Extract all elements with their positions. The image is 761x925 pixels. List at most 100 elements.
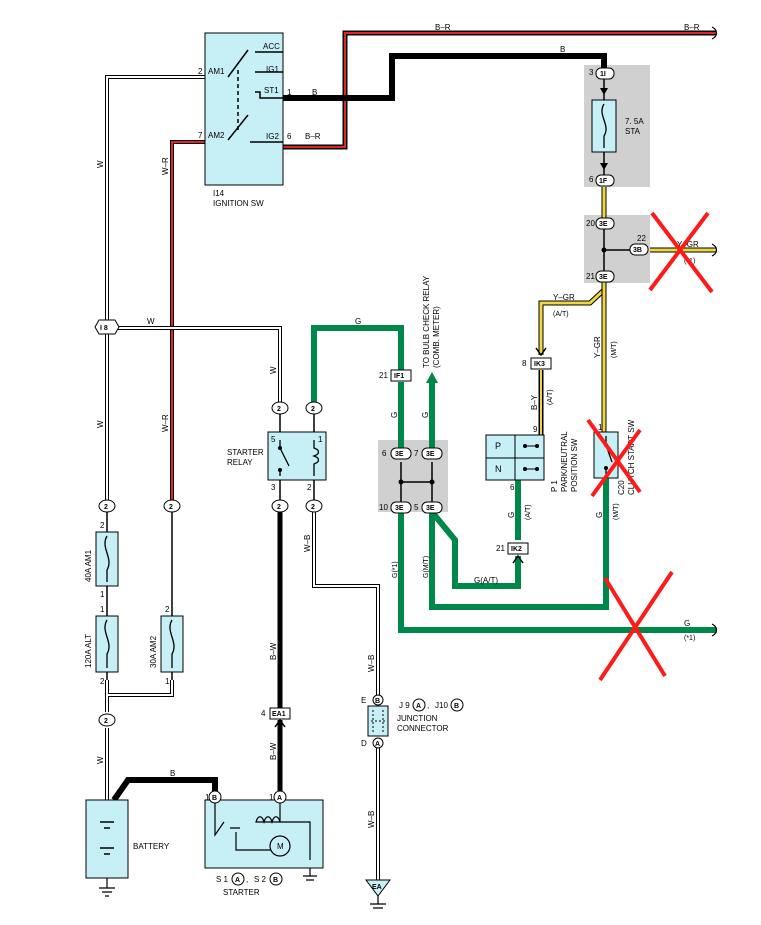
ig-pin-am2: 7 — [198, 131, 203, 140]
cross-mark-1 — [648, 211, 714, 294]
jc-b: B — [375, 698, 380, 705]
fuse-sta-pin-bottom: 6 — [589, 175, 594, 184]
ground-ea-label: EA — [372, 884, 382, 891]
conn-ea1-label: EA1 — [272, 711, 286, 718]
starter-b: B — [273, 877, 278, 884]
wire-g-star1 — [398, 512, 716, 633]
conn-3e-5 — [421, 501, 443, 514]
starter-relay — [267, 431, 327, 481]
jc-a: A — [375, 741, 380, 748]
label-ygr-at: (A/T) — [553, 311, 569, 318]
label-w-left: W — [96, 160, 105, 168]
motor-icon — [269, 835, 291, 857]
jc-j9: J 9 — [399, 701, 410, 710]
label-b-st: B — [312, 88, 317, 97]
label-by-at: (A/T) — [547, 389, 554, 405]
battery — [85, 799, 129, 879]
ig-name: IGNITION SW — [213, 199, 264, 208]
label-by: B–Y — [530, 394, 539, 410]
conn-if1-label: IF1 — [394, 373, 404, 380]
pn-p: P — [495, 441, 501, 451]
conn-3e-10-label: 3E — [395, 505, 404, 512]
relay-pin2: 2 — [307, 483, 312, 492]
jc-jb: B — [454, 703, 459, 710]
conn-ik3 — [530, 357, 552, 370]
wire-b-top — [283, 53, 607, 101]
wire-w-mid — [107, 326, 282, 402]
jc-sep: , — [427, 701, 429, 710]
jc-ja: A — [416, 703, 421, 710]
cross-mark-3 — [598, 570, 674, 682]
label-wr-left: W–R — [161, 157, 170, 175]
label-wb-1: W–B — [303, 535, 312, 552]
conn-i8 — [94, 319, 120, 335]
label-g-top: G — [355, 317, 361, 326]
j3e-pin-bottom: 21 — [586, 272, 595, 281]
ig-ig2: IG2 — [266, 132, 279, 141]
clutch-pin-top: 1 — [598, 423, 603, 432]
pn-line1: PARK/NEUTRAL — [560, 431, 569, 492]
ig-pin-am1: 2 — [198, 67, 203, 76]
ig-pin-ig2: 6 — [287, 132, 292, 141]
ignition-switch — [204, 32, 284, 186]
bulb-check-line2: (COMB. METER) — [432, 306, 441, 368]
pn-line2: POSITION SW — [570, 438, 579, 492]
label-wb-3: W–B — [367, 811, 376, 828]
jc-d: D — [361, 739, 367, 748]
starter-name: STARTER — [223, 888, 260, 897]
starter-pin1: 1 — [269, 793, 274, 802]
ground-ea — [365, 879, 391, 897]
starter-pin-a: A — [277, 795, 282, 802]
conn-3e-top-label: 3E — [599, 221, 608, 228]
junction-connector — [367, 705, 389, 737]
conn-ea1-pin: 4 — [261, 709, 266, 718]
fuse-am2-bot: 1 — [165, 677, 170, 686]
conn-1f — [595, 174, 615, 187]
starter-s1: S 1 — [216, 875, 229, 884]
arrow-up-icon — [426, 372, 438, 383]
arrow-down-icon — [600, 88, 608, 95]
label-ygr-mt: Y–GR — [593, 336, 602, 358]
sw3e-p6: 6 — [382, 449, 387, 458]
conn-3e-7-label: 3E — [426, 451, 435, 458]
ig-code: I14 — [213, 189, 225, 198]
wire-g-top — [311, 325, 404, 402]
label-g-star1: G(*1) — [392, 561, 399, 578]
label-w-mid: W — [147, 317, 155, 326]
ignition-contacts — [227, 49, 283, 143]
ig-pin-st1: 1 — [287, 88, 292, 97]
conn-am2-label: 2 — [169, 504, 173, 511]
starter-pin1b: 1 — [205, 793, 210, 802]
wire-fuse-bus — [105, 680, 174, 712]
jc-e: E — [361, 696, 366, 705]
label-w-left2: W — [96, 420, 105, 428]
conn-ik2-pin: 21 — [496, 544, 505, 553]
label-g-right-star: (*1) — [684, 635, 695, 642]
starter-sep: , — [246, 875, 248, 884]
label-g-if: G — [390, 412, 399, 418]
fuse-sta-name: STA — [625, 127, 641, 136]
j3e-pin-top: 20 — [586, 219, 595, 228]
starter-a: A — [235, 877, 240, 884]
fuse-sta-pin-top: 3 — [589, 68, 594, 77]
jc-line1: JUNCTION — [397, 714, 438, 723]
label-w-bottom: W — [96, 756, 105, 764]
sw3e-p7: 7 — [414, 449, 419, 458]
conn-1f-label: 1F — [599, 178, 608, 185]
conn-relay-top-r-label: 2 — [311, 406, 315, 413]
wire-w-left — [105, 75, 205, 500]
ig-ig1: IG1 — [266, 65, 279, 74]
label-wr-left2: W–R — [161, 414, 170, 432]
ig-st1: ST1 — [264, 86, 279, 95]
conn-if1-pin: 21 — [379, 371, 388, 380]
conn-fuse-bottom — [98, 713, 116, 727]
fuse-alt-label: 120A ALT — [84, 634, 93, 668]
conn-fuse-bottom-label: 2 — [104, 718, 108, 725]
ig-acc: ACC — [263, 42, 280, 51]
label-g-pn-at: (A/T) — [525, 504, 532, 520]
label-b-top: B — [560, 45, 565, 54]
jc-j10: J10 — [435, 701, 448, 710]
sw3e-p10: 10 — [379, 503, 388, 512]
fuse-am1-top: 2 — [100, 521, 105, 530]
wire-wr-left — [170, 140, 205, 500]
